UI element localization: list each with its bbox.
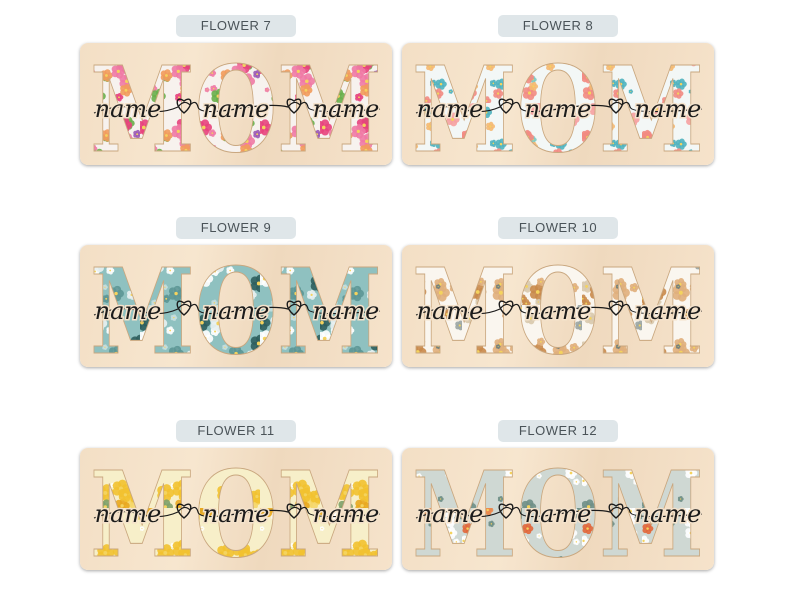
name-placeholder: name <box>313 500 380 528</box>
mom-letters: MOM <box>412 245 704 367</box>
script-flourish <box>415 303 703 316</box>
name-placeholder: name <box>203 95 270 123</box>
name-placeholder: name <box>203 297 270 325</box>
name-placeholder: name <box>635 500 702 528</box>
name-placeholder: name <box>525 500 592 528</box>
name-placeholder: name <box>203 500 270 528</box>
heart-icon <box>498 300 514 316</box>
variant-label: FLOWER 12 <box>498 420 618 442</box>
name-placeholder: name <box>635 297 702 325</box>
heart-icon <box>498 503 514 519</box>
heart-icon <box>176 300 192 316</box>
script-flourish <box>93 303 381 316</box>
heart-icon <box>286 503 302 519</box>
heart-icon <box>286 98 302 114</box>
name-placeholder: name <box>95 500 162 528</box>
variant-label: FLOWER 10 <box>498 217 618 239</box>
name-placeholder: name <box>417 500 484 528</box>
mom-letters: MOM <box>90 245 382 367</box>
mom-letters: MOM <box>90 448 382 570</box>
heart-icon <box>608 503 624 519</box>
name-placeholder: name <box>417 297 484 325</box>
heart-icon <box>286 300 302 316</box>
variant-label: FLOWER 11 <box>176 420 296 442</box>
mom-letters: MOM <box>90 43 382 165</box>
name-placeholder: name <box>95 297 162 325</box>
heart-icon <box>498 98 514 114</box>
heart-icon <box>608 300 624 316</box>
name-placeholder: name <box>313 297 380 325</box>
script-flourish <box>415 101 703 114</box>
heart-icon <box>176 503 192 519</box>
script-flourish <box>415 506 703 519</box>
name-placeholder: name <box>635 95 702 123</box>
script-flourish <box>93 506 381 519</box>
variant-label: FLOWER 8 <box>498 15 618 37</box>
heart-icon <box>608 98 624 114</box>
name-placeholder: name <box>525 297 592 325</box>
script-flourish <box>93 101 381 114</box>
variant-label: FLOWER 7 <box>176 15 296 37</box>
variant-label: FLOWER 9 <box>176 217 296 239</box>
mom-letters: MOM <box>412 448 704 570</box>
name-placeholder: name <box>417 95 484 123</box>
mom-letters: MOM <box>412 43 704 165</box>
name-placeholder: name <box>95 95 162 123</box>
heart-icon <box>176 98 192 114</box>
name-placeholder: name <box>525 95 592 123</box>
name-placeholder: name <box>313 95 380 123</box>
